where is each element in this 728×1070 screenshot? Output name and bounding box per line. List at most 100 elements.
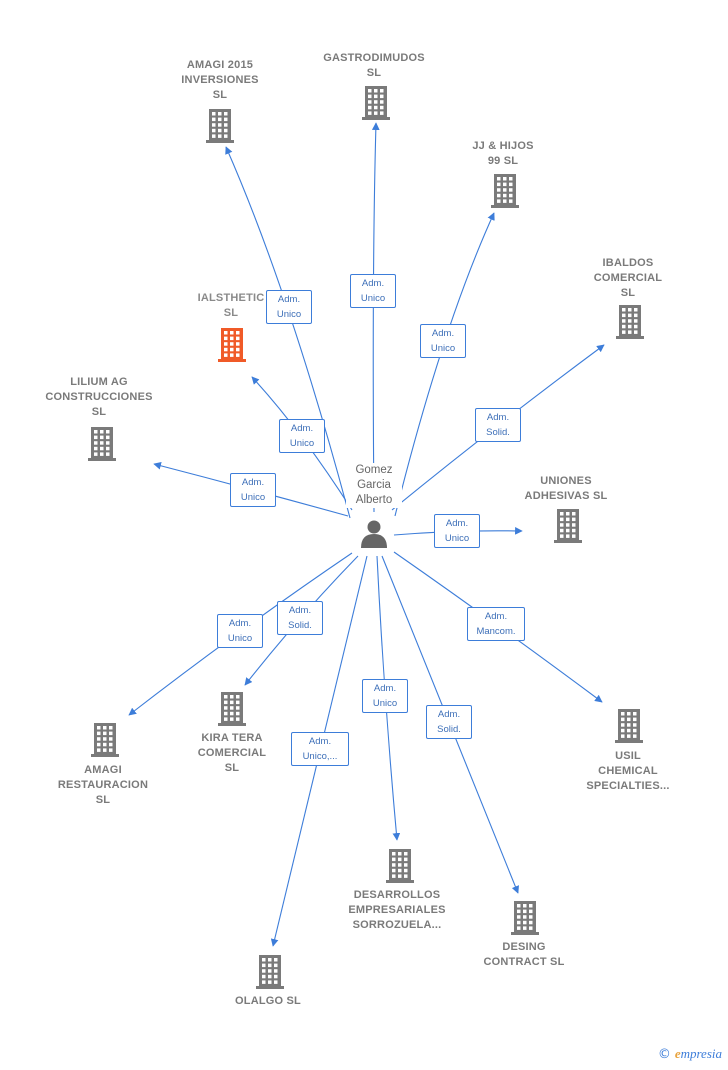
building-icon-amagi2015[interactable] [206, 109, 234, 143]
edge-label-line: Unico,... [302, 751, 338, 762]
company-name-line: SL [95, 794, 111, 806]
building-icon-jjhijos[interactable] [491, 174, 519, 208]
edge-jjhijos [394, 212, 495, 517]
edge-label-line: Mancom. [476, 626, 516, 637]
company-name-line: SL [212, 89, 228, 101]
company-name-line: AMAGI 2015 [186, 59, 254, 71]
edge-label-lilium[interactable]: Adm. Unico [230, 473, 276, 507]
company-name-line: SPECIALTIES... [586, 780, 670, 792]
company-name-line: DESARROLLOS [353, 889, 441, 901]
company-name-line: CONSTRUCCIONES [45, 391, 153, 403]
company-name-line: COMERCIAL [593, 272, 663, 284]
edge-label-line: Adm. [484, 611, 508, 622]
company-name-line: USIL [615, 750, 641, 762]
company-name-line: CHEMICAL [598, 765, 658, 777]
building-icon-gastrodimudos[interactable] [362, 86, 390, 120]
edge-label-line: Unico [430, 343, 456, 354]
edge-label-gastrodimudos[interactable]: Adm.Unico [350, 274, 396, 308]
brand-name: mpresia [680, 1046, 722, 1061]
company-name-line: UNIONES [540, 475, 592, 487]
edge-label-line: Adm. [277, 294, 301, 305]
company-name-line: COMERCIAL [197, 747, 267, 759]
company-name-jjhijos[interactable]: JJ & HIJOS 99 SL [433, 139, 573, 169]
person-name-line: Alberto [355, 494, 393, 506]
edge-label-line: Unico [227, 633, 253, 644]
edge-label-olalgo[interactable]: Adm. Unico,... [291, 732, 349, 766]
building-icon-ibaldos[interactable] [616, 305, 644, 339]
edge-label-usil[interactable]: Adm. Mancom. [467, 607, 525, 641]
edge-label-line: Unico [360, 293, 386, 304]
edge-label-line: Adm. [290, 423, 314, 434]
edge-label-line: Unico [372, 698, 398, 709]
building-icon-uniones[interactable] [554, 509, 582, 543]
company-name-ibaldos[interactable]: IBALDOS COMERCIAL SL [558, 256, 698, 301]
company-name-usil[interactable]: USIL CHEMICAL SPECIALTIES... [558, 749, 698, 794]
company-name-line: EMPRESARIALES [348, 904, 446, 916]
company-name-uniones[interactable]: UNIONES ADHESIVAS SL [496, 474, 636, 504]
company-name-line: SL [91, 406, 107, 418]
company-name-lilium[interactable]: LILIUM AG CONSTRUCCIONES SL [29, 375, 169, 420]
company-name-line: RESTAURACION [57, 779, 149, 791]
edge-label-line: Unico [444, 533, 470, 544]
edge-label-jjhijos[interactable]: Adm. Unico [420, 324, 466, 358]
brand-initial: e [674, 1046, 681, 1061]
copyright-icon: © [657, 1047, 671, 1062]
edge-label-amagirest[interactable]: Adm. Unico [217, 614, 263, 648]
edge-label-line: Adm. [445, 518, 469, 529]
building-icon-desarrollos[interactable] [386, 849, 414, 883]
company-name-line: AMAGI [84, 764, 122, 776]
edge-label-line: Solid. [486, 427, 510, 438]
company-name-olalgo[interactable]: OLALGO SL [198, 994, 338, 1009]
company-name-line: LILIUM AG [70, 376, 128, 388]
edge-label-line: Adm. [431, 328, 455, 339]
building-icon-olalgo[interactable] [256, 955, 284, 989]
edge-label-amagi2015[interactable]: Adm. Unico [266, 290, 312, 324]
footer-brand: ©empresia [658, 1046, 722, 1062]
company-name-line: KIRA TERA [201, 732, 263, 744]
edge-gastrodimudos [371, 122, 380, 513]
company-name-line: IALSTHETIC [197, 292, 265, 304]
edge-label-line: Unico [276, 309, 302, 320]
building-icon-usil[interactable] [615, 709, 643, 743]
edge-label-line: Unico [289, 438, 315, 449]
edge-label-line: Adm. [228, 618, 252, 629]
edge-label-line: Adm. [373, 683, 397, 694]
company-name-line: INVERSIONES [181, 74, 259, 86]
edge-label-line: Adm. [241, 477, 265, 488]
company-name-line: DESING [502, 941, 546, 953]
edge-amagi2015 [225, 146, 351, 519]
edge-label-desarrollos[interactable]: Adm. Unico [362, 679, 408, 713]
company-name-line: CONTRACT SL [483, 956, 565, 968]
company-name-line: 99 SL [487, 155, 519, 167]
company-name-amagirest[interactable]: AMAGI RESTAURACION SL [33, 763, 173, 808]
edge-label-uniones[interactable]: Adm. Unico [434, 514, 480, 548]
company-name-kira[interactable]: KIRA TERA COMERCIAL SL [162, 731, 302, 776]
edge-label-line: Solid. [288, 620, 312, 631]
building-icon-kira[interactable] [218, 692, 246, 726]
edge-label-desing[interactable]: Adm.Solid. [426, 705, 472, 739]
company-name-line: SL [366, 67, 382, 79]
building-icon-lilium[interactable] [88, 427, 116, 461]
edge-label-line: Adm. [308, 736, 332, 747]
building-icon-amagirest[interactable] [91, 723, 119, 757]
company-name-line: IBALDOS [602, 257, 654, 269]
company-name-line: SL [620, 287, 636, 299]
edge-label-kira[interactable]: Adm.Solid. [277, 601, 323, 635]
person-name-line: Garcia [357, 479, 391, 491]
edge-label-ibaldos[interactable]: Adm.Solid. [475, 408, 521, 442]
person-name-line: Gomez [355, 464, 393, 476]
company-name-desing[interactable]: DESING CONTRACT SL [454, 940, 594, 970]
company-name-line: JJ & HIJOS [472, 140, 534, 152]
edge-label-line: Unico [240, 492, 266, 503]
building-icon-ialsthetic[interactable] [218, 328, 246, 362]
person-icon[interactable] [361, 520, 387, 549]
company-name-line: SL [224, 762, 240, 774]
company-name-line: ADHESIVAS SL [524, 490, 608, 502]
edge-label-ialsthetic[interactable]: Adm. Unico [279, 419, 325, 453]
building-icon-desing[interactable] [511, 901, 539, 935]
